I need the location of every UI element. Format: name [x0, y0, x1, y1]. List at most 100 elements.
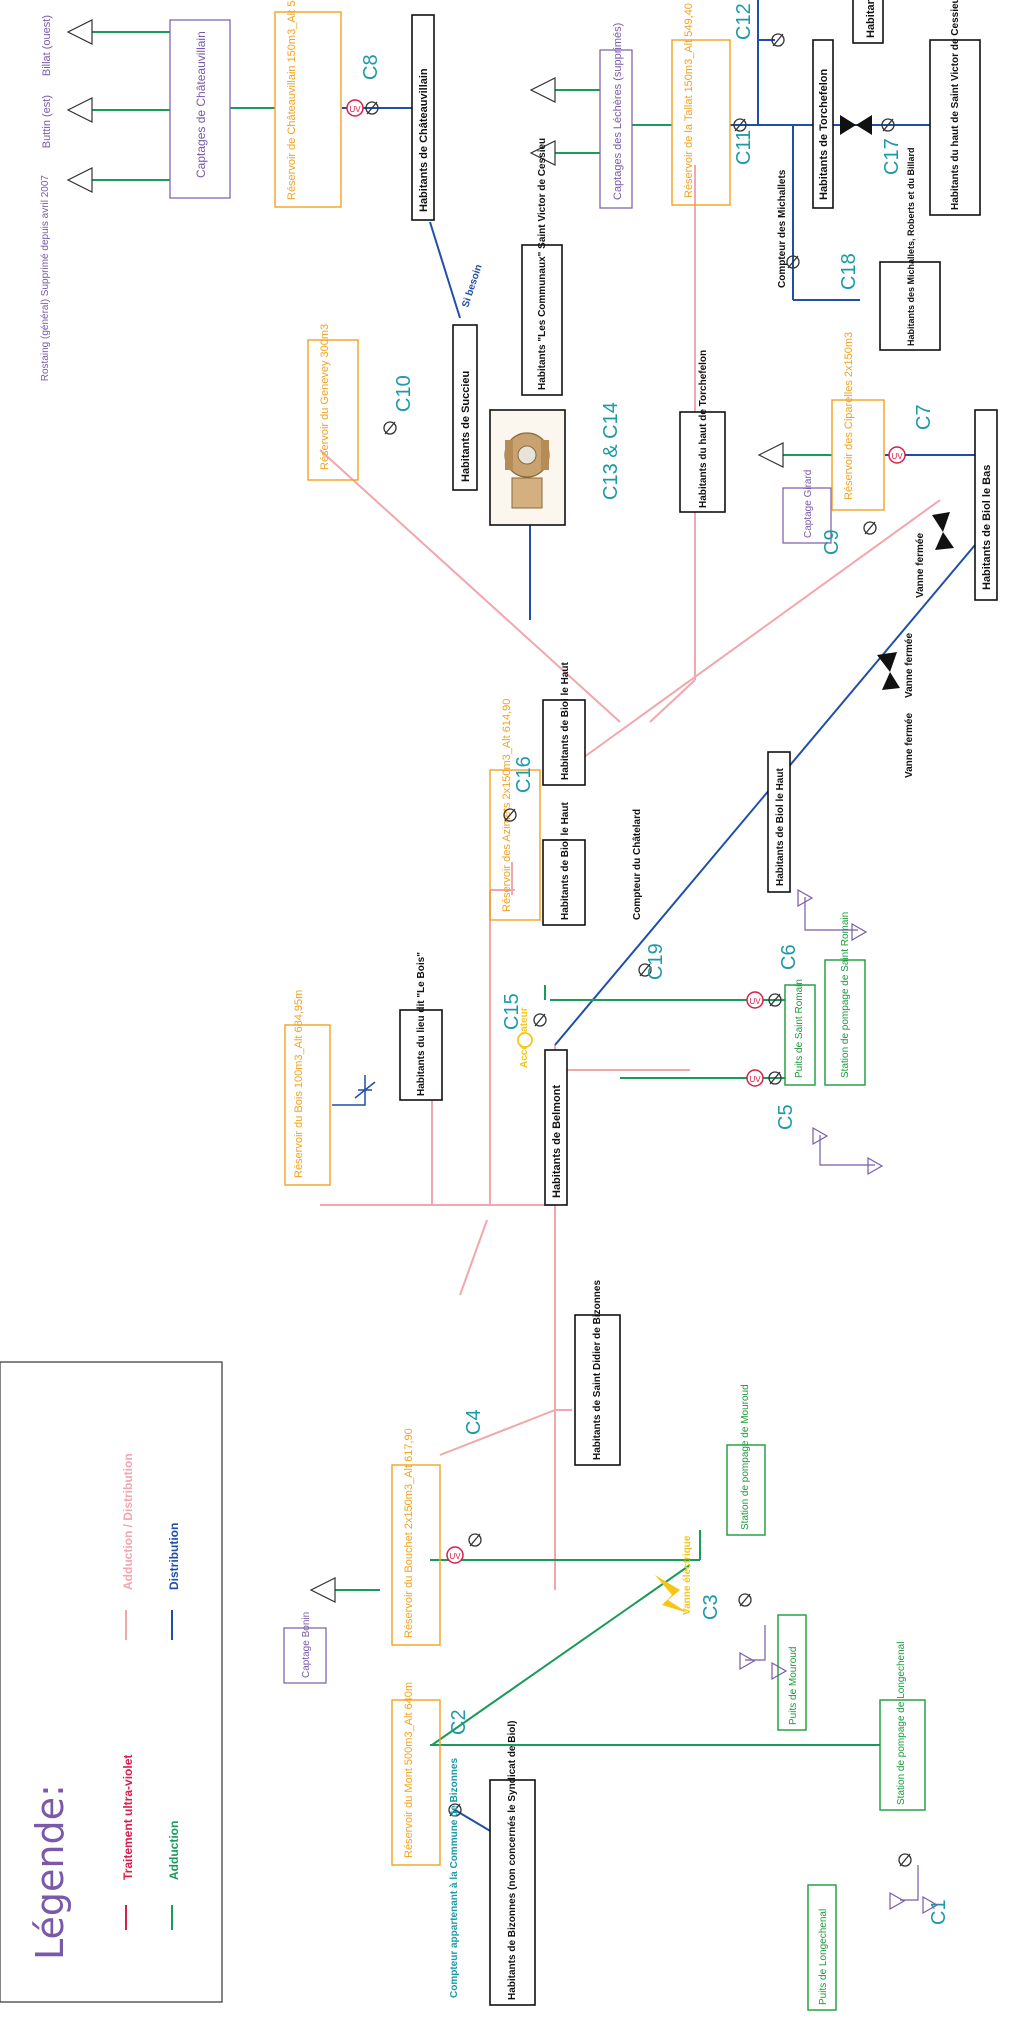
reservoir-mont-name: Réservoir du Mont 500m3_Alt 640m — [403, 1682, 415, 1858]
counter-icon — [638, 963, 652, 977]
counter-icon — [733, 118, 747, 132]
pump-icon — [797, 888, 868, 942]
habitants-bizonnes-label: Habitants de Bizonnes (non concernés le … — [507, 1721, 518, 2001]
habitants-haut-torchefelon-box — [679, 411, 726, 513]
habitants-lieu-bois-box — [399, 1009, 443, 1101]
closed-valve-icon — [877, 652, 900, 690]
counter-c6: C6 — [778, 944, 800, 970]
counter-icon — [786, 255, 800, 269]
note-compteur-chatelard: Compteur du Châtelard — [632, 809, 643, 920]
counter-c15: C15 — [501, 993, 523, 1030]
counter-icon — [738, 1593, 752, 1607]
station-mouroud-puits-label: Puits de Mouroud — [788, 1647, 799, 1725]
svg-text:UV: UV — [449, 1552, 461, 1561]
svg-text:UV: UV — [749, 1075, 761, 1084]
pump-icon — [739, 1625, 788, 1681]
valves — [840, 115, 954, 690]
counter-c11: C11 — [733, 130, 755, 165]
reservoir-genevey — [307, 339, 359, 481]
legend-adduction-distribution-label: Adduction / Distribution — [121, 1453, 135, 1590]
counter-c19: C19 — [645, 943, 667, 980]
station-saint-romain-puits-box — [784, 984, 816, 1086]
counter-c2: C2 — [448, 1709, 470, 1735]
reservoir-tallat-name: Réservoir de la Tallat 150m3_Alt 549,40 — [683, 3, 695, 198]
counter-c4: C4 — [463, 1409, 485, 1435]
habitants-communaux-box — [521, 244, 563, 396]
counter-c9: C9 — [821, 529, 843, 555]
reservoir-chateauvillain — [274, 11, 342, 208]
uv-icon: UV — [746, 991, 764, 1009]
habitants-biol-haut-2-box — [542, 839, 586, 926]
note-vanne-fermee-3: Vanne fermée — [904, 713, 915, 778]
station-saint-romain-puits-label: Puits de Saint Romain — [794, 979, 805, 1078]
counter-c7: C7 — [913, 404, 935, 430]
habitants-haut-svd-box — [929, 39, 981, 216]
reservoir-ciparelles-name: Réservoir des Ciparelles 2x150m3 — [843, 332, 855, 500]
reservoir-mont — [391, 1699, 441, 1866]
habitants-biol-haut-1-label: Habitants de Biol le Haut — [560, 662, 571, 780]
captage-billat-label: Billat (ouest) — [41, 15, 53, 76]
habitants — [399, 0, 998, 2006]
reservoir-tallat — [671, 39, 731, 206]
habitants-torchefelon-label: Habitants de Torchefelon — [818, 69, 830, 200]
legend: Légende: Traitement ultra-violet Adducti… — [0, 1361, 223, 2003]
station-mouroud-label: Station de pompage de Mouroud — [740, 1384, 751, 1530]
habitants-lieu-bois-label: Habitants du lieu dit "Le Bois" — [416, 952, 427, 1096]
habitants-biol-bas-box — [974, 409, 998, 601]
counter-icon — [503, 808, 517, 822]
closed-valve-icon — [932, 512, 954, 550]
captage-chateauvillain-label: Captages de Châteauvillain — [194, 31, 208, 178]
uv-icon: UV — [746, 1069, 764, 1087]
habitants-biol-haut-1-box — [542, 699, 586, 786]
accelerator-icon — [517, 1032, 533, 1048]
counter-icon — [448, 1803, 462, 1817]
habitants-michallets-box — [879, 261, 941, 351]
captage-lecheres-label: Captages des Léchères (supprimés) — [612, 23, 624, 200]
reservoir-bouchet-name: Réservoir du Bouchet 2x150m3_Alt 617,90 — [403, 1428, 415, 1638]
water-meter-image — [489, 409, 566, 526]
uv-icon: UV — [446, 1546, 464, 1564]
counter-c12: C12 — [733, 3, 755, 40]
station-mouroud-puits-box — [777, 1614, 807, 1731]
note-compteur-bizonnes: Compteur appartenant à la Commune de Biz… — [449, 1758, 460, 1998]
counter-icon — [898, 1853, 912, 1867]
note-compteur-michallets: Compteur des Michallets — [777, 169, 788, 288]
reservoir-bois-name: Réservoir du Bois 100m3_Alt 684,95m — [293, 990, 305, 1178]
counter-icon — [365, 101, 379, 115]
counter-icon — [533, 1013, 547, 1027]
counter-c17: C17 — [881, 138, 903, 175]
svg-text:UV: UV — [349, 105, 361, 114]
station-longechenal-puits-box — [807, 1884, 837, 2011]
habitants-biol-bas-label: Habitants de Biol le Bas — [981, 465, 993, 590]
note-vanne-fermee-2: Vanne fermée — [904, 633, 915, 698]
captage-bonin-label: Captage Bonin — [301, 1612, 312, 1678]
counter-c10: C10 — [393, 375, 415, 412]
captage-rostaing-label: Rostaing (général) Supprimé depuis avril… — [40, 175, 51, 382]
reservoir-chateauvillain-name: Réservoir de Châteauvillain 150m3_Alt 54… — [286, 0, 298, 200]
habitants-saint-top-box — [852, 0, 884, 44]
reservoir-genevey-name: Réservoir du Genevey 300m3 — [319, 324, 331, 470]
habitants-haut-svd-label: Habitants du haut de Saint Victor de Ces… — [950, 0, 961, 210]
counter-c16: C16 — [513, 756, 535, 793]
counter-icon — [383, 421, 397, 435]
station-saint-romain-box — [824, 959, 866, 1086]
stations — [726, 959, 926, 2011]
habitants-saint-top-label: Habitants de Saint — [865, 0, 877, 38]
electric-valve-icon — [655, 1575, 688, 1613]
habitants-saint-didier-box — [574, 1314, 621, 1466]
note-vanne-electrique: Vanne électrique — [682, 1535, 693, 1615]
station-saint-romain-label: Station de pompage de Saint Romain — [840, 912, 851, 1078]
habitants-haut-torchefelon-label: Habitants du haut de Torchefelon — [698, 350, 709, 508]
habitants-chateauvillain-label: Habitants de Châteauvillain — [418, 68, 430, 212]
counter-icon — [771, 33, 785, 47]
triangle-icon — [66, 19, 784, 1603]
uv-icon: UV — [888, 446, 906, 464]
legend-title: Légende: — [28, 1784, 72, 1960]
legend-adduction-label: Adduction — [167, 1821, 181, 1880]
reservoir-azimets — [489, 769, 541, 921]
pump-icon — [812, 1126, 884, 1176]
pump-icon — [889, 1865, 939, 1915]
counter-c5: C5 — [775, 1104, 797, 1130]
counter-icon — [881, 118, 895, 132]
station-mouroud-box — [726, 1444, 766, 1536]
